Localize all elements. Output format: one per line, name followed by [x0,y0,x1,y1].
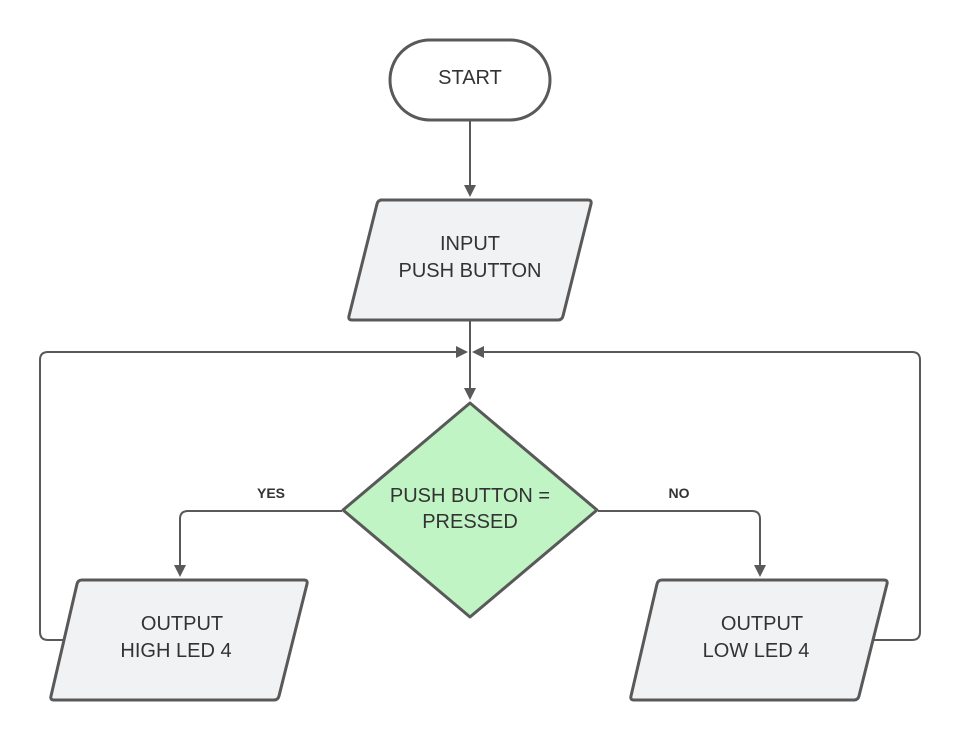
input-node: INPUT PUSH BUTTON [347,198,593,322]
edge-loop-right [472,346,921,641]
edge-loop-left [39,346,468,641]
decision-shape [341,401,599,619]
output-high-label-line2: HIGH LED 4 [120,640,231,662]
decision-label-line2: PRESSED [422,511,518,533]
input-label-line2: PUSH BUTTON [399,260,542,282]
input-label-line1: INPUT [440,233,500,255]
no-label: NO [669,485,690,501]
edges [39,121,921,641]
start-label: START [438,67,502,89]
decision-label-line1: PUSH BUTTON = [390,485,550,507]
output-high-node: OUTPUT HIGH LED 4 [49,578,309,702]
start-node: START [388,38,552,122]
yes-label: YES [257,485,285,501]
output-low-label-line2: LOW LED 4 [703,640,810,662]
edge-no-to-output-low [598,510,766,577]
output-high-label-line1: OUTPUT [141,613,223,635]
input-shape [347,198,593,322]
output-low-node: OUTPUT LOW LED 4 [629,578,889,702]
output-low-label-line1: OUTPUT [721,613,803,635]
edge-yes-to-output-high [174,510,342,577]
decision-node: PUSH BUTTON = PRESSED [341,401,599,619]
output-high-shape [49,578,309,702]
start-shape [388,38,552,122]
output-low-shape [629,578,889,702]
